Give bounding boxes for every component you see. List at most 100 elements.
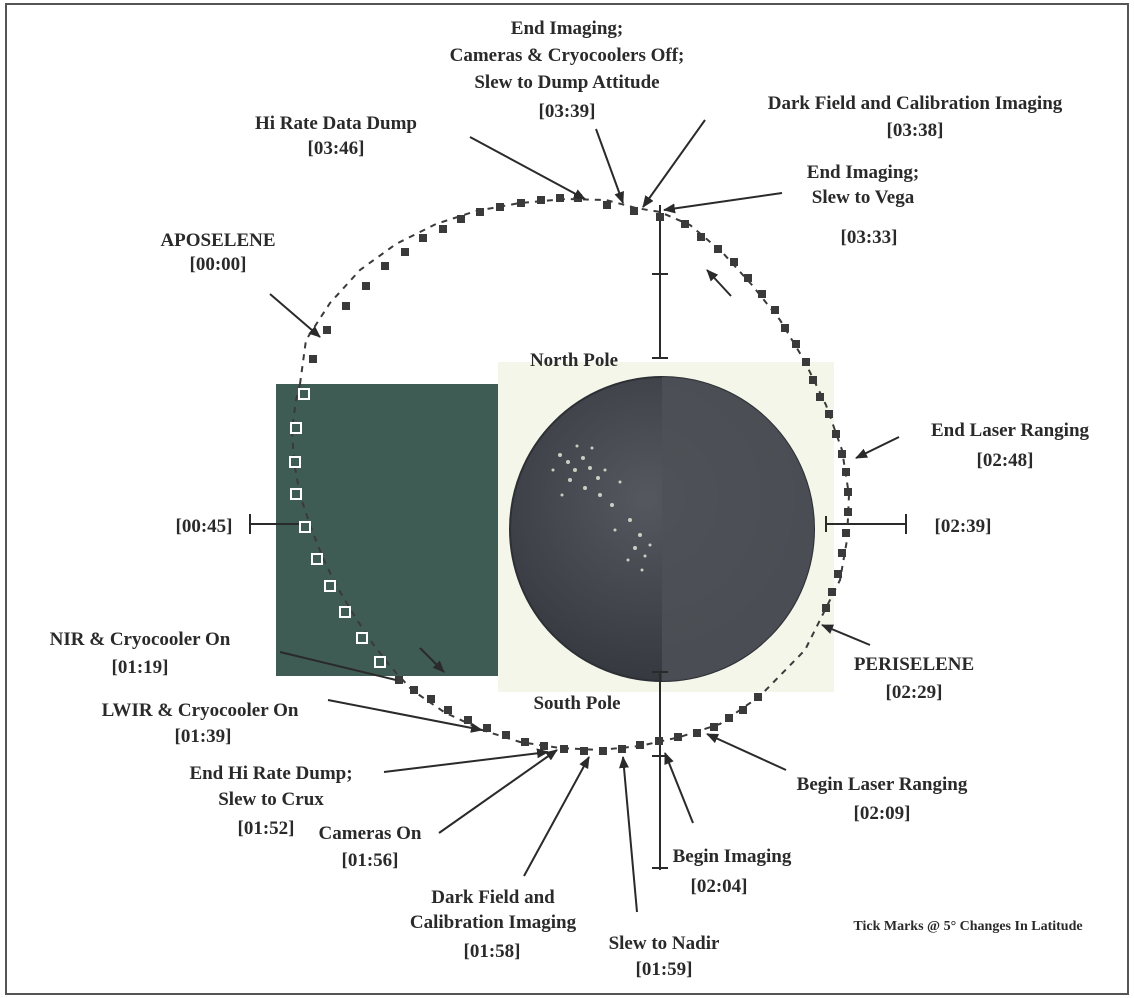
- event-dark-field-calibration-bottom: Dark Field and Calibration Imaging [01:5…: [410, 887, 577, 962]
- surface-speckle: [551, 444, 652, 572]
- orbit-marker: [710, 723, 718, 731]
- event-time: [01:58]: [464, 941, 521, 962]
- orbit-marker: [580, 747, 588, 755]
- orbit-marker: [802, 358, 810, 366]
- tick-marks-footnote: Tick Marks @ 5° Changes In Latitude: [853, 919, 1082, 934]
- orbit-path: [289, 194, 852, 755]
- orbit-marker: [693, 729, 701, 737]
- event-line: Dark Field and Calibration Imaging: [768, 93, 1063, 114]
- polar-axis: [652, 205, 668, 870]
- orbit-marker: [381, 262, 389, 270]
- event-time: [03:33]: [841, 227, 898, 248]
- orbit-marker: [556, 194, 564, 202]
- orbit-marker: [697, 233, 705, 241]
- orbit-marker: [496, 203, 504, 211]
- event-line: Hi Rate Data Dump: [255, 113, 417, 134]
- orbit-marker: [483, 724, 491, 732]
- orbit-marker: [323, 326, 331, 334]
- orbit-marker-eclipse: [311, 553, 323, 565]
- event-end-laser-ranging: End Laser Ranging [02:48]: [931, 420, 1090, 471]
- orbit-marker: [681, 220, 689, 228]
- event-time: [00:00]: [190, 254, 247, 275]
- orbit-marker: [655, 737, 663, 745]
- event-line: Slew to Vega: [812, 187, 915, 208]
- orbit-marker: [725, 714, 733, 722]
- orbit-marker: [771, 306, 779, 314]
- orbit-marker-eclipse: [374, 656, 386, 668]
- time-mark-left: [00:45]: [176, 516, 233, 537]
- orbit-marker: [630, 207, 638, 215]
- orbit-marker: [537, 196, 545, 204]
- event-line: Cameras & Cryocoolers Off;: [450, 45, 685, 66]
- orbit-marker: [599, 747, 607, 755]
- orbit-marker: [395, 676, 403, 684]
- orbit-marker: [758, 290, 766, 298]
- event-line: Cameras On: [319, 823, 422, 844]
- north-pole-label: North Pole: [530, 350, 618, 371]
- event-begin-imaging: Begin Imaging [02:04]: [673, 846, 792, 897]
- event-time: [03:46]: [308, 138, 365, 159]
- orbit-marker: [674, 733, 682, 741]
- orbit-marker-eclipse: [299, 521, 311, 533]
- event-line: Slew to Crux: [218, 789, 324, 810]
- orbit-marker: [809, 376, 817, 384]
- orbit-marker: [439, 225, 447, 233]
- orbit-marker: [842, 468, 850, 476]
- orbit-marker: [517, 199, 525, 207]
- orbit-marker: [844, 488, 852, 496]
- event-time: [02:04]: [691, 876, 748, 897]
- event-line: End Imaging;: [511, 18, 623, 39]
- orbit-marker: [560, 745, 568, 753]
- event-time: [03:39]: [539, 101, 596, 122]
- event-time: [01:19]: [112, 657, 169, 678]
- orbit-marker: [822, 604, 830, 612]
- orbit-marker: [816, 393, 824, 401]
- orbit-marker: [730, 258, 738, 266]
- event-begin-laser-ranging: Begin Laser Ranging [02:09]: [797, 774, 968, 824]
- orbit-marker: [362, 282, 370, 290]
- event-line: End Imaging;: [807, 162, 919, 183]
- orbit-marker: [792, 340, 800, 348]
- orbit-marker: [410, 686, 418, 694]
- event-line: End Hi Rate Dump;: [189, 763, 352, 784]
- event-line: PERISELENE: [854, 654, 974, 675]
- event-line: Begin Imaging: [673, 846, 792, 867]
- orbit-marker: [618, 745, 626, 753]
- orbit-marker: [744, 274, 752, 282]
- event-nir-cryocooler-on: NIR & Cryocooler On [01:19]: [50, 629, 231, 678]
- orbit-marker-eclipse: [289, 456, 301, 468]
- orbit-marker: [476, 208, 484, 216]
- orbit-marker: [636, 741, 644, 749]
- orbit-marker: [603, 201, 611, 209]
- event-dark-field-calibration-top: Dark Field and Calibration Imaging [03:3…: [768, 93, 1063, 141]
- orbit-marker: [457, 215, 465, 223]
- orbit-marker: [309, 355, 317, 363]
- orbit-marker: [834, 570, 842, 578]
- event-line: NIR & Cryocooler On: [50, 629, 231, 650]
- orbit-marker: [464, 716, 472, 724]
- orbit-marker: [844, 508, 852, 516]
- event-line: Slew to Nadir: [609, 933, 720, 954]
- orbit-marker: [521, 738, 529, 746]
- orbit-marker: [754, 693, 762, 701]
- event-time: [01:56]: [342, 850, 399, 871]
- orbit-marker: [825, 410, 833, 418]
- orbit-marker: [828, 588, 836, 596]
- shadow-region-panel: [276, 384, 498, 676]
- event-lwir-cryocooler-on: LWIR & Cryocooler On [01:39]: [102, 700, 299, 747]
- time-mark-lines: [249, 514, 907, 534]
- event-time: [01:59]: [636, 959, 693, 980]
- event-slew-to-nadir: Slew to Nadir [01:59]: [609, 933, 720, 980]
- event-periselene: PERISELENE [02:29]: [854, 654, 974, 703]
- time-mark-right: [02:39]: [935, 516, 992, 537]
- orbit-marker: [419, 234, 427, 242]
- event-time: [02:48]: [977, 450, 1034, 471]
- orbit-marker-eclipse: [298, 388, 310, 400]
- event-time: [03:38]: [887, 120, 944, 141]
- orbit-marker: [401, 248, 409, 256]
- orbit-marker-eclipse: [356, 632, 368, 644]
- orbit-marker: [656, 213, 664, 221]
- event-aposelene: APOSELENE [00:00]: [160, 230, 275, 275]
- event-cameras-on: Cameras On [01:56]: [319, 823, 422, 871]
- orbit-marker: [838, 450, 846, 458]
